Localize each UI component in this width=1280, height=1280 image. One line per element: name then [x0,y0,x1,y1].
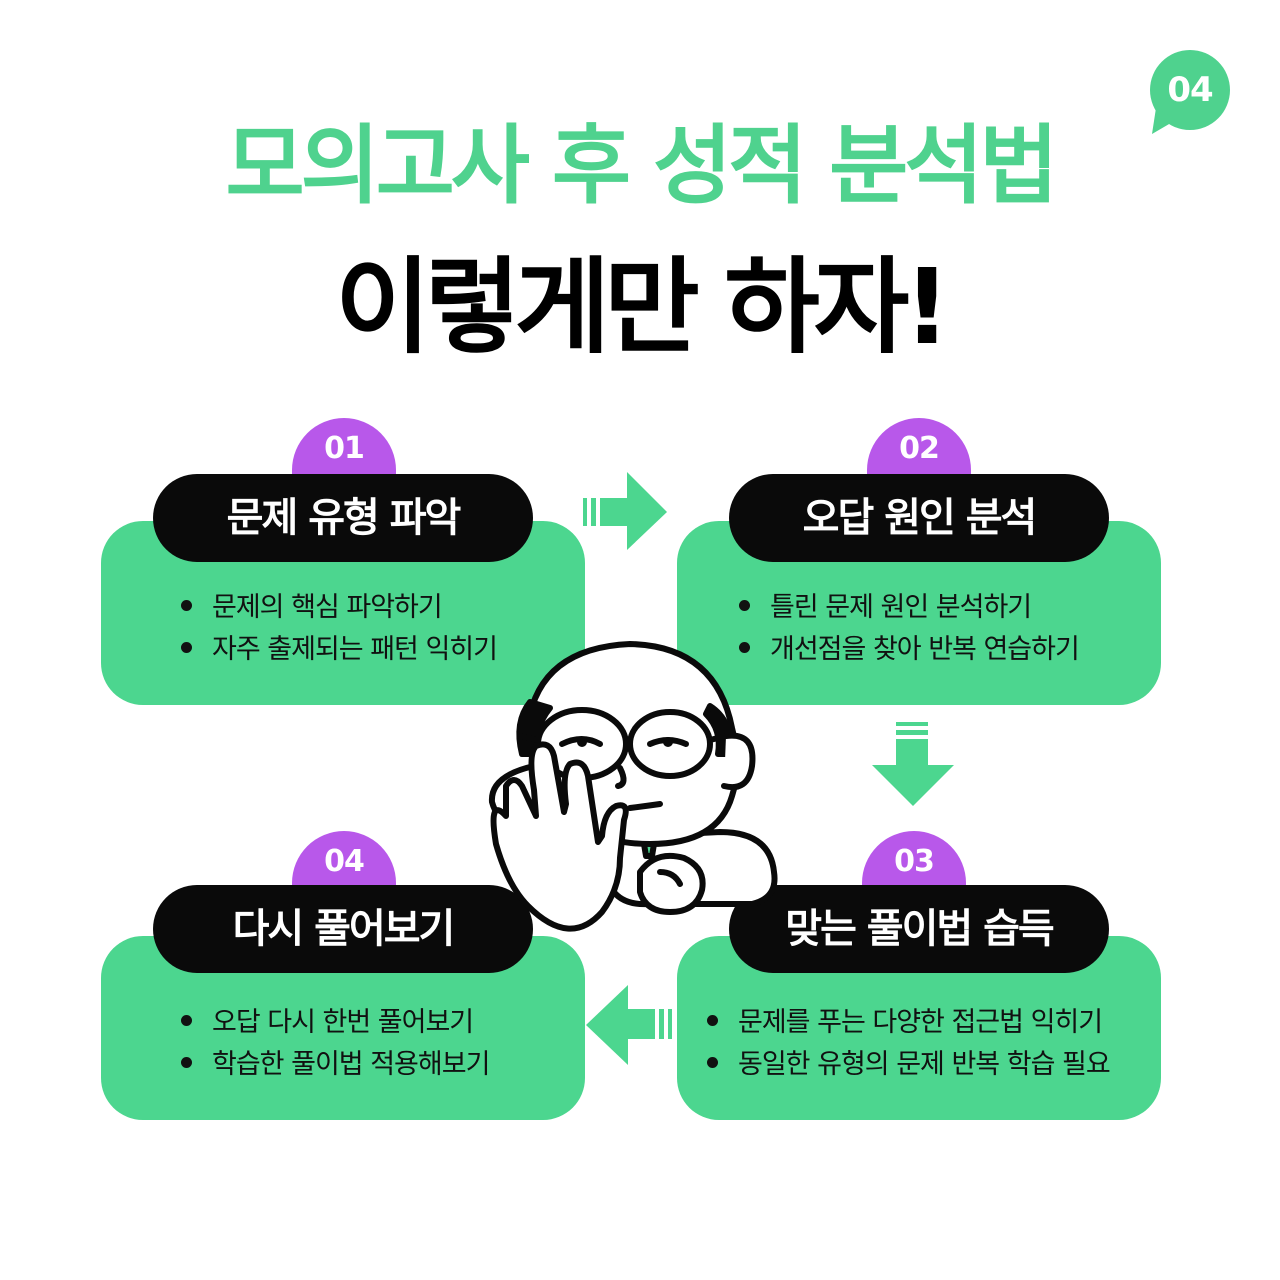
speech-bubble-icon [1150,50,1230,134]
step-title-02: 오답 원인 분석 [729,474,1109,562]
list-item: 문제를 푸는 다양한 접근법 익히기 [707,1002,1110,1044]
bald-man-with-glasses-illustration [488,641,778,932]
arrow-left-icon [586,985,672,1065]
page-number: 04 [1167,70,1213,110]
list-item: 자주 출제되는 패턴 익히기 [181,629,498,671]
list-item: 틀린 문제 원인 분석하기 [739,587,1079,629]
step-title-03: 맞는 풀이법 습득 [729,885,1109,973]
list-item: 동일한 유형의 문제 반복 학습 필요 [707,1044,1111,1086]
list-item: 오답 다시 한번 풀어보기 [181,1002,489,1044]
step-03-bullets: 문제를 푸는 다양한 접근법 익히기 동일한 유형의 문제 반복 학습 필요 [707,1002,1111,1086]
arrow-right-icon [583,472,667,550]
list-item: 학습한 풀이법 적용해보기 [181,1044,490,1086]
step-01-bullets: 문제의 핵심 파악하기 자주 출제되는 패턴 익히기 [181,587,498,671]
headline-black: 이렇게만 하자! [335,246,951,368]
page-number-badge: 04 [1150,50,1236,136]
arrow-down-icon [872,722,954,806]
step-title-01: 문제 유형 파악 [153,474,533,562]
headline-green: 모의고사 후 성적 분석법 [225,116,1058,216]
step-02-bullets: 틀린 문제 원인 분석하기 개선점을 찾아 반복 연습하기 [739,587,1080,671]
step-title-04: 다시 풀어보기 [153,885,533,973]
step-04-bullets: 오답 다시 한번 풀어보기 학습한 풀이법 적용해보기 [181,1002,490,1086]
list-item: 개선점을 찾아 반복 연습하기 [739,629,1080,671]
list-item: 문제의 핵심 파악하기 [181,587,497,629]
